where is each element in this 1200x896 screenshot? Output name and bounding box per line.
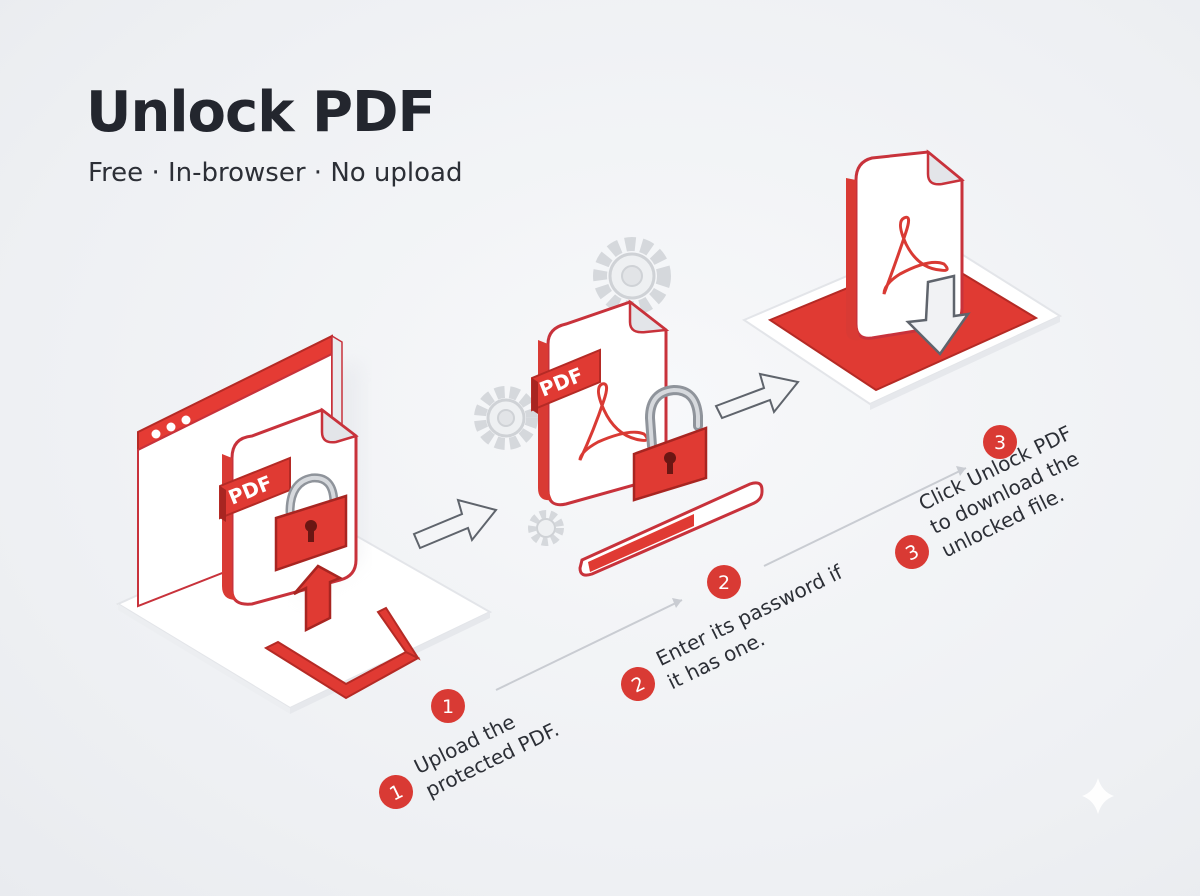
- step2-caption-badge: [621, 667, 655, 701]
- step-connector: [495, 599, 683, 691]
- step1-marker-number: 1: [442, 696, 454, 718]
- step3-caption-badge: [895, 535, 929, 569]
- step2-marker-number: 2: [718, 572, 730, 594]
- gear-icon: [528, 510, 564, 546]
- step3-marker: 3: [983, 425, 1017, 459]
- step2-illustration: PDF: [474, 237, 764, 577]
- step3-illustration: [741, 149, 1063, 410]
- gear-icon: [474, 386, 538, 450]
- window-dot-icon: [151, 429, 161, 439]
- download-arrow-icon: [905, 274, 971, 356]
- upload-arrow-icon: [293, 564, 343, 633]
- page-subtitle: Free · In-browser · No upload: [88, 158, 463, 188]
- step1-illustration: PDF: [115, 334, 493, 714]
- sparkle-icon: [1082, 778, 1114, 814]
- padlock-locked-icon: [274, 473, 348, 572]
- window-dot-icon: [181, 415, 191, 425]
- acrobat-logo-icon: [882, 215, 949, 295]
- progress-bar-fill: [588, 514, 694, 572]
- step1-caption-badge: [379, 775, 413, 809]
- acrobat-logo-icon: [578, 382, 649, 461]
- step1-marker: 1: [431, 689, 465, 723]
- arrow-right-icon: [714, 372, 800, 420]
- arrow-right-icon: [412, 498, 498, 550]
- page-title: Unlock PDF: [86, 80, 436, 145]
- step1-caption: 1 Upload the protected PDF.: [379, 709, 563, 809]
- step2-pdf-document-icon: PDF: [531, 299, 708, 507]
- padlock-unlocked-icon: [632, 384, 708, 502]
- gear-icon: [593, 237, 671, 315]
- window-dot-icon: [166, 422, 176, 432]
- progress-bar: [578, 481, 764, 577]
- step1-pdf-document-icon: PDF: [219, 407, 359, 633]
- step2-marker: 2: [707, 565, 741, 599]
- step3-marker-number: 3: [994, 432, 1006, 454]
- step-connector: [763, 467, 967, 567]
